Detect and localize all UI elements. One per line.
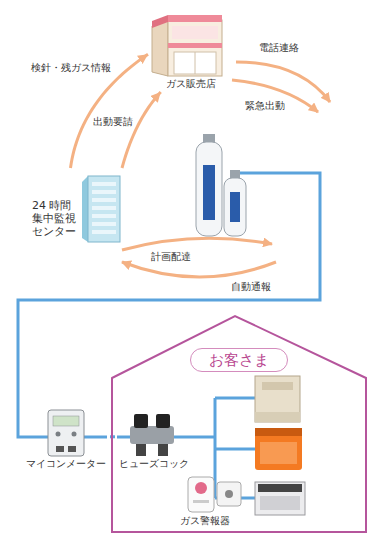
annotation-holder: 緊急出動 [244, 100, 286, 112]
cylinder-band [230, 192, 240, 222]
region-heading: お客さま [190, 348, 288, 372]
shop-box: ガス販売店 [148, 8, 233, 92]
meter-box: マイコンメーター [22, 408, 110, 472]
cock-knob [134, 414, 148, 428]
edge-label: 検針・残ガス情報 [30, 62, 112, 74]
gas-alarm-box: ガス警報器 [160, 474, 250, 530]
meter-button [72, 432, 77, 437]
meter-button [56, 432, 61, 437]
alarm-lamp [195, 482, 207, 494]
gas-cylinders [196, 134, 246, 236]
monitoring-center-box: 24 時間 集中監視 センター [30, 168, 122, 246]
annotation-label: 電話連絡 [258, 42, 300, 54]
edge-label: 出動要請 [92, 116, 134, 128]
wall-side [82, 176, 88, 242]
dispatch-request-arrow [122, 92, 161, 168]
fan-heater-grille [260, 442, 297, 464]
fan-heater [255, 428, 302, 470]
window [92, 182, 116, 186]
awning [168, 43, 222, 48]
cock-knob [156, 414, 170, 428]
fuse-cock-box: ヒューズコック [115, 412, 193, 472]
alarm-unit [217, 482, 241, 506]
center-building [82, 176, 120, 242]
meter-port [68, 446, 76, 452]
window [92, 190, 116, 194]
house-outline [112, 316, 366, 532]
water-heater [255, 376, 300, 422]
window [92, 230, 116, 234]
pipe-branch [215, 448, 256, 451]
customer-house: お客さまヒューズコックガス警報器 [110, 314, 368, 536]
meter-port [56, 446, 64, 452]
window [92, 206, 116, 210]
gas-stove [255, 482, 305, 515]
cock-outlet [136, 444, 146, 456]
annotation-label: 自動通報 [230, 281, 272, 293]
pipe-branch [215, 397, 256, 400]
signboard [172, 26, 218, 39]
edge-label-holder: 出動要請 [92, 116, 134, 128]
meter-body [48, 410, 84, 456]
heater-base [255, 412, 300, 422]
supply-pipe [18, 173, 320, 437]
heater-body [255, 376, 300, 422]
heater-panel [262, 382, 293, 390]
window-frame [195, 52, 196, 74]
cylinder-large [196, 142, 222, 236]
auto-report-arrow [122, 262, 276, 277]
cylinder-small [224, 178, 246, 236]
delivery-arrow [122, 238, 272, 250]
node-label: ヒューズコック [119, 458, 189, 469]
annotation-holder: 電話連絡 [258, 42, 300, 54]
cornice [168, 15, 222, 22]
edge-label-holder: 検針・残ガス情報 [30, 62, 112, 74]
fuse-cock-icon [130, 414, 174, 456]
alarm-grille [193, 500, 209, 503]
node-label: マイコンメーター [26, 458, 106, 469]
stove-top [258, 484, 302, 492]
shop-window [174, 52, 216, 74]
window [92, 222, 116, 226]
node-label: ガス警報器 [180, 515, 230, 527]
window [92, 198, 116, 202]
dispatch-arrow [232, 80, 318, 112]
stove-panel [260, 496, 300, 510]
meter-icon [48, 410, 84, 456]
wall-front [88, 176, 120, 242]
stove-body [255, 482, 305, 515]
info-arrows [122, 62, 330, 277]
fan-heater-body [255, 428, 302, 470]
gas-alarm-icons [188, 477, 241, 512]
window [92, 214, 116, 218]
cylinder-band [203, 165, 215, 220]
node-label: 24 時間 集中監視 センター [32, 200, 79, 239]
annotation-holder: 自動通報 [230, 281, 272, 293]
annotation-holder: 計画配達 [150, 251, 192, 263]
node-label: ガス販売店 [166, 78, 216, 90]
cornice-side [152, 15, 168, 28]
annotation-label: 計画配達 [150, 251, 192, 263]
wall-front [168, 20, 222, 76]
meter-display [53, 416, 79, 426]
fan-heater-top [255, 428, 302, 436]
wall-side [152, 20, 168, 76]
cock-body [130, 426, 174, 444]
shop-building [152, 15, 222, 76]
cock-outlet [158, 444, 168, 456]
annotation-label: 緊急出動 [244, 100, 286, 112]
alarm-unit [188, 477, 214, 512]
windows [92, 182, 116, 234]
alarm-sensor [225, 490, 233, 498]
